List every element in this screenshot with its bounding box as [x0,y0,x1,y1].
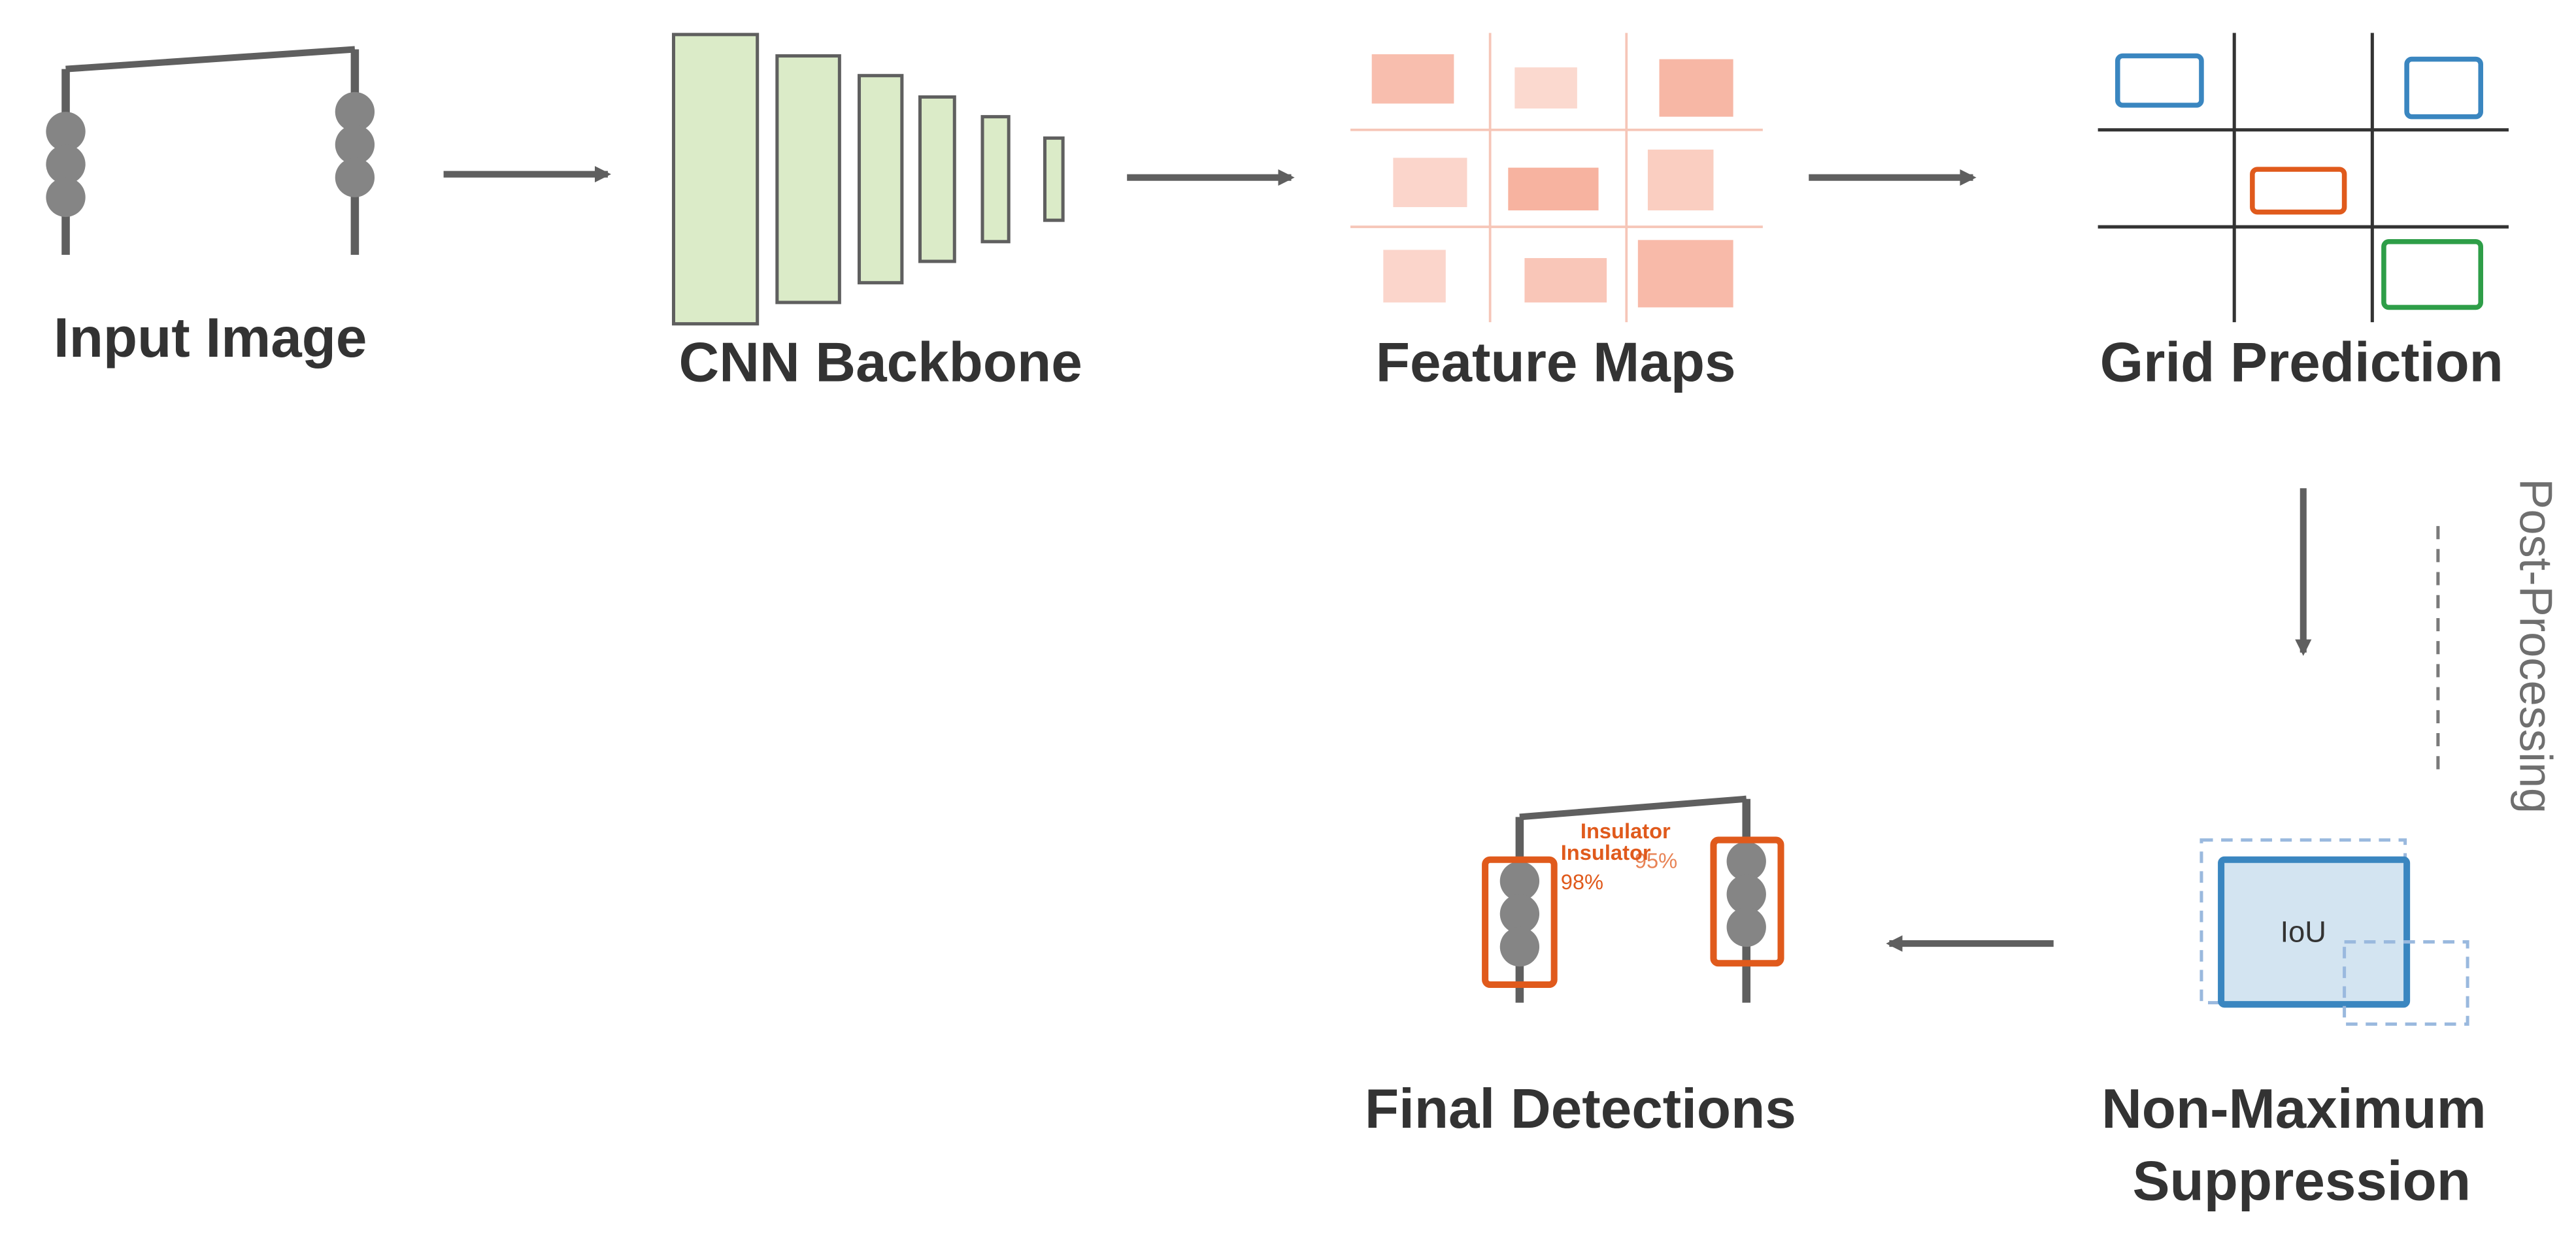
detection-label: Insulator [1561,840,1651,864]
nms-title: Non-Maximum Suppression [2101,1078,2501,1213]
feature-maps-title: Feature Maps [1376,332,1736,394]
grid-prediction-illustration [2098,33,2509,323]
insulator-icon [46,112,86,218]
insulator-icon [335,91,375,197]
post-processing-label: Post-Processing [2511,478,2562,813]
feature-cell [1393,157,1467,207]
cnn-backbone-layers [671,33,1065,326]
predicted-box [2381,239,2483,310]
detection-box [1482,856,1558,989]
nms-illustration: IoU [2200,838,2469,1026]
input-image-illustration [46,46,375,255]
feature-maps-illustration [1350,33,1763,323]
feature-cell [1383,250,1446,303]
cnn-backbone-title: CNN Backbone [679,332,1082,394]
feature-cell [1514,67,1577,109]
feature-cell [1524,257,1607,303]
insulator-icon [1726,842,1766,947]
input-image-title: Input Image [54,307,367,369]
detection-score: 98% [1561,870,1603,894]
suppressed-box [2343,940,2469,1026]
grid-prediction-title: Grid Prediction [2100,332,2503,394]
final-detections-illustration: Insulator 98% Insulator 95% [1482,795,1784,1003]
nms-title-line1: Non-Maximum [2101,1078,2486,1140]
feature-cell [1659,59,1733,117]
feature-cell [1508,167,1599,211]
predicted-box [2115,53,2204,108]
backbone-layer [1043,136,1065,222]
predicted-box [2404,56,2483,120]
iou-label: IoU [2281,915,2326,949]
feature-cell [1647,149,1714,211]
backbone-layer [980,115,1011,244]
detection-box [1710,836,1784,967]
feature-cell [1637,240,1733,308]
insulator-icon [1499,861,1540,967]
kept-box [2218,856,2411,1008]
final-detections-title: Final Detections [1365,1078,1796,1140]
detection-label: Insulator [1581,819,1671,843]
backbone-layer [671,33,760,326]
predicted-box [2250,167,2347,215]
feature-cell [1371,54,1454,104]
detection-score: 95% [1635,848,1677,872]
backbone-layer [857,74,904,285]
nms-title-line2: Suppression [2133,1151,2471,1213]
backbone-layer [775,54,841,304]
backbone-layer [918,95,956,263]
